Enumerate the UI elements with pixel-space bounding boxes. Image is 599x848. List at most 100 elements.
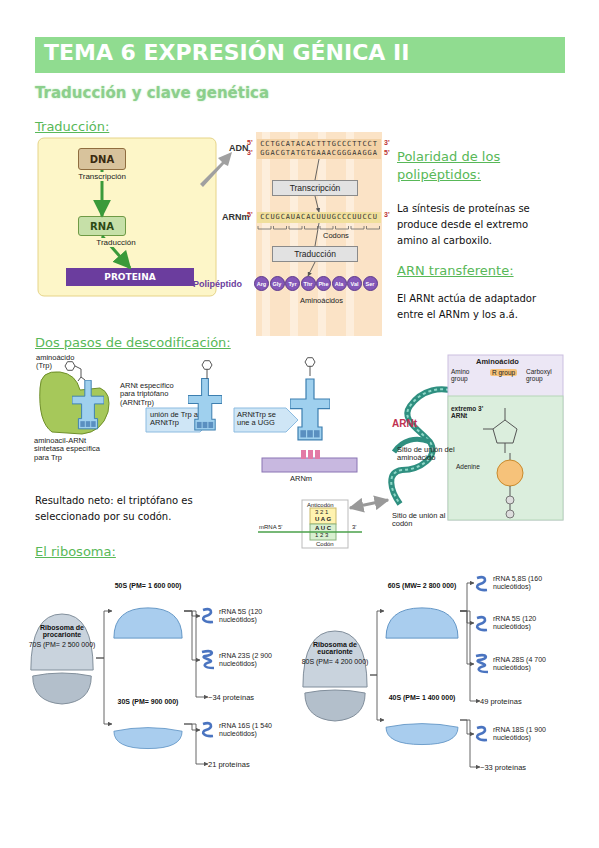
rrna-squiggle <box>203 723 213 736</box>
rrna-item: rRNA 16S (1 540 nucleótidos) <box>200 712 285 748</box>
rrna-item: rRNA 18S (1 900 nucleótidos) <box>474 716 562 752</box>
small-subunit <box>33 673 92 704</box>
illustration-part <box>483 408 510 460</box>
part-label: Codón <box>316 541 334 547</box>
connector <box>460 720 474 734</box>
connector <box>184 724 200 730</box>
illustration-part <box>200 152 232 187</box>
rrna-item: rRNA 28S (4 700 nucleótidos) <box>474 646 562 682</box>
part-label: Amino group <box>451 368 481 382</box>
rrna-icon <box>200 605 216 627</box>
connector <box>315 223 319 246</box>
decoding-steps <box>40 358 357 472</box>
illustration-part <box>72 380 104 429</box>
anticodon-panel <box>258 500 362 548</box>
strand-end: 5' <box>247 211 253 218</box>
strand-end: mRNA 5' <box>259 524 282 530</box>
ribosome-shape: Ribosoma de eucarionte 80S (PM= 4 200 000… <box>300 625 370 725</box>
part-label: Adenine <box>456 463 480 470</box>
chemistry-panel <box>448 355 563 520</box>
subunit-outline <box>384 720 460 746</box>
illustration-part <box>207 369 208 379</box>
step-label: unión de Trp a ARNtTrp <box>150 411 204 428</box>
illustration-part <box>506 510 514 518</box>
subunit-dome: 50S (PM= 1 600 000) <box>112 582 184 640</box>
illustration-part <box>301 450 306 459</box>
protein-count: ~33 proteínas <box>480 760 550 774</box>
strand-end: 5' <box>384 149 390 156</box>
illustration-part <box>234 408 298 432</box>
pointer-arrow <box>200 152 232 187</box>
strand-end: 3' <box>352 524 356 530</box>
node-text: Transcripción <box>290 183 341 193</box>
node-text: ~33 proteínas <box>480 763 526 772</box>
part-label: ARNm <box>290 475 312 483</box>
illustration-part <box>310 366 311 376</box>
amino-acid-bead: Ser <box>363 276 378 291</box>
body-text: El ARNt actúa de adaptador entre el ARNm… <box>397 291 562 323</box>
node-text: rRNA 16S (1 540 nucleótidos) <box>219 722 285 738</box>
node-text: 30S (PM= 900 000) <box>118 698 179 705</box>
title-banner <box>35 37 565 73</box>
illustration-part <box>290 379 330 440</box>
illustration-part <box>258 226 380 229</box>
illustration-part <box>308 450 313 459</box>
rrna-item: rRNA 5S (120 nucleótidos) <box>200 598 285 634</box>
connector <box>315 159 319 180</box>
amino-acid-bead: Thr <box>301 276 316 291</box>
ribosome-outline <box>300 625 370 725</box>
node-text: Ribosoma de eucarionte <box>300 625 370 655</box>
node-text: rRNA 5S (120 nucleótidos) <box>493 615 562 631</box>
node-text: rRNA 23S (2 900 nucleótidos) <box>219 652 285 668</box>
node-text: Val <box>351 281 359 287</box>
node-text: 40S (PM= 1 400 000) <box>389 694 456 701</box>
section-heading: Traducción: <box>35 118 109 136</box>
amino-acid-bead: Phe <box>316 276 331 291</box>
ribosome-outline <box>28 608 96 708</box>
node-text: PROTEINA <box>104 272 155 282</box>
strand-label: ARNm <box>222 212 250 222</box>
part-label: Sitio de unión del aminoácido <box>397 446 469 463</box>
rrna-squiggle <box>477 617 487 630</box>
rrna-squiggle <box>202 651 214 668</box>
strand-end: 3' <box>384 139 390 146</box>
illustration-part <box>188 378 222 430</box>
protein-box: PROTEINA <box>66 268 194 286</box>
strand-end: 3' <box>384 211 390 218</box>
rrna-squiggle <box>477 577 487 590</box>
codon-base: U A G <box>315 516 331 522</box>
illustration-part <box>493 420 517 443</box>
subunit-outline <box>384 606 460 640</box>
connector <box>184 611 200 660</box>
codon-number: 1 2 3 <box>315 532 328 538</box>
amino-acid-bead: Tyr <box>285 276 300 291</box>
rrna-item: rRNA 5S (120 nucleótidos) <box>474 606 562 640</box>
part-label: Anticodón <box>307 502 334 508</box>
process-box: Traducción <box>272 246 358 262</box>
chain-label: Aminoácidos <box>300 297 343 305</box>
illustration-part <box>75 366 85 381</box>
illustration-part <box>38 138 216 296</box>
illustration-part <box>290 132 298 336</box>
part-label: Aminoácido <box>476 358 519 366</box>
node-text: GGACGTATGTGAAACGGGAAGGA <box>260 149 378 158</box>
rna-box: RNA <box>78 216 126 236</box>
strand-label: ADN <box>229 143 249 153</box>
node-text: Ser <box>366 281 375 287</box>
node-text: 80S (PM= 4 200 000) <box>302 658 369 665</box>
rrna-icon <box>200 719 216 741</box>
illustration-part <box>35 37 565 73</box>
amino-acid-bead: Ala <box>332 276 347 291</box>
protein-count: 21 proteínas <box>208 757 278 771</box>
rrna-squiggle <box>203 609 213 622</box>
node-text: Thr <box>304 281 313 287</box>
node-text: CCUGCAUACACUUUGCCCUUCCU <box>260 213 378 222</box>
illustration-part <box>497 460 523 486</box>
rrna-squiggle <box>476 655 488 672</box>
illustration-part <box>302 500 348 548</box>
illustration-part <box>40 372 109 434</box>
illustration-part <box>262 132 270 336</box>
subunit-dome: 60S (MW= 2 800 000) <box>384 582 460 640</box>
illustration-part <box>315 450 320 459</box>
node-text: rRNA 5S (120 nucleótidos) <box>219 608 285 624</box>
